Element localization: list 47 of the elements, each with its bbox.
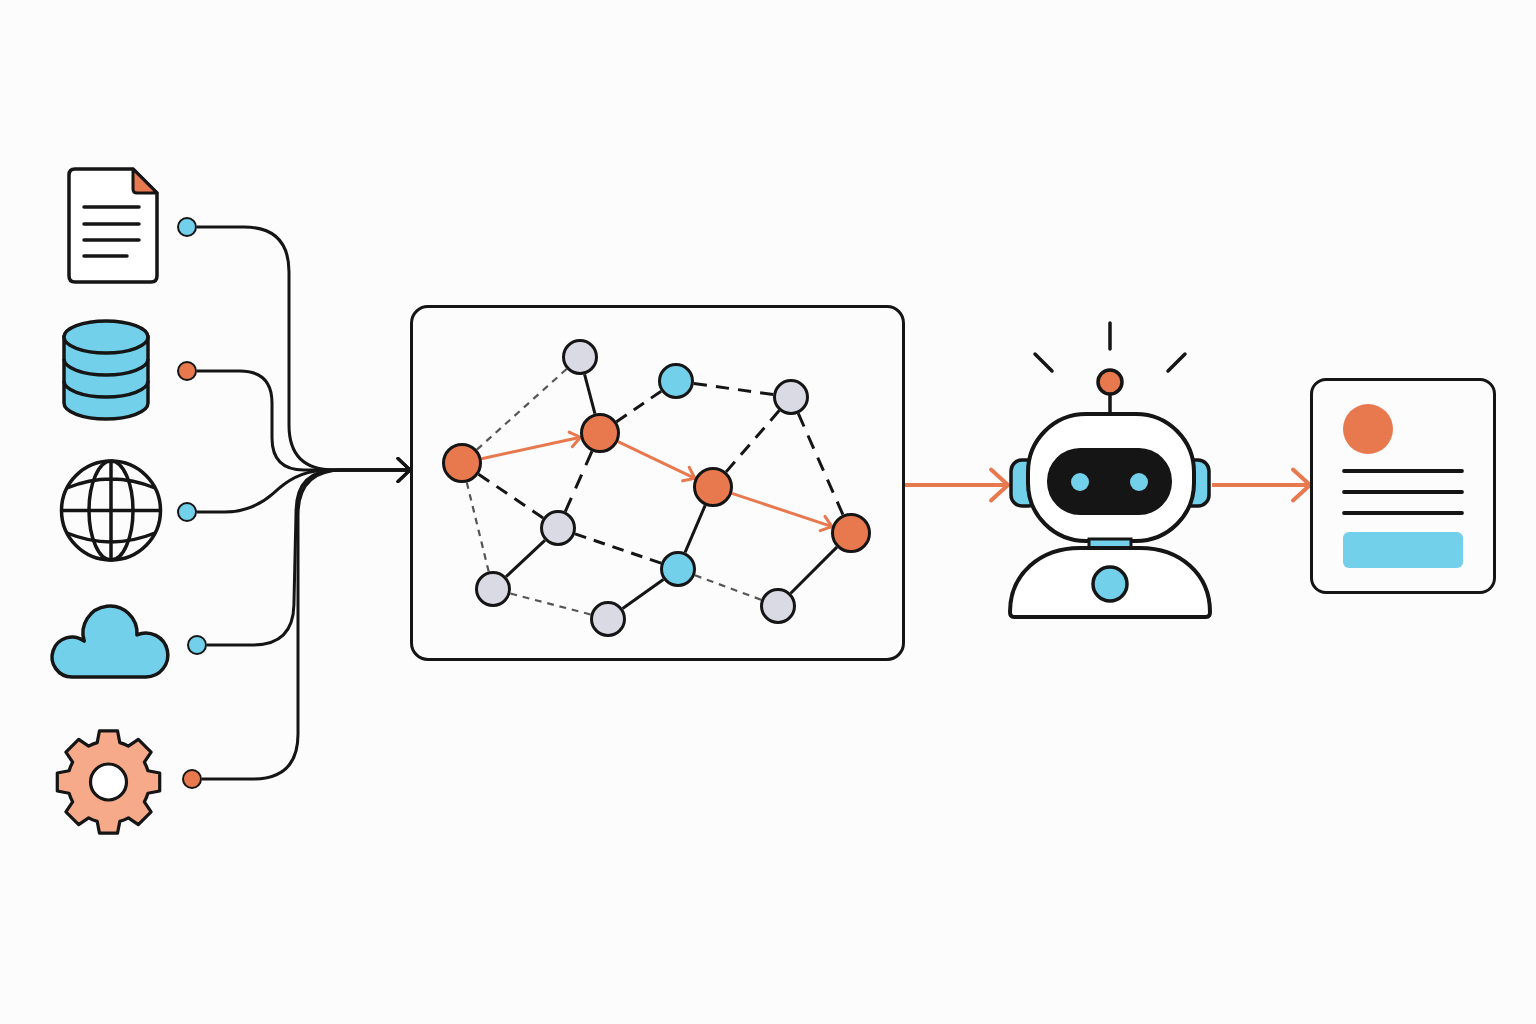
connector-line: [683, 504, 707, 554]
graph-node: [658, 363, 694, 399]
robot-illustration: [1008, 320, 1212, 620]
connector-dot: [177, 502, 197, 522]
graph-node: [760, 588, 796, 624]
dashed-line: [574, 532, 662, 565]
arrow: [905, 467, 1010, 503]
connector-line: [621, 578, 665, 610]
connector-line: [583, 374, 597, 415]
dashed-line: [510, 592, 591, 616]
gear-icon: [53, 728, 164, 836]
connector-dot: [187, 635, 207, 655]
connector-line: [505, 539, 546, 578]
arrow: [1212, 467, 1312, 503]
database-icon: [62, 319, 150, 421]
graph-node: [693, 467, 733, 507]
dashed-line: [477, 472, 544, 520]
dashed-line: [694, 574, 762, 601]
dashed-line: [615, 389, 662, 423]
document-icon: [67, 167, 159, 284]
graph-node: [580, 413, 620, 453]
arrow: [481, 430, 582, 461]
connector-line: [789, 546, 838, 595]
connector-dot: [182, 769, 202, 789]
dashed-line: [724, 409, 781, 473]
graph-node: [562, 339, 598, 375]
dashed-line: [465, 482, 490, 572]
graph-node: [475, 571, 511, 607]
graph-panel: [410, 305, 905, 661]
graph-node: [660, 551, 696, 587]
arrow: [202, 457, 412, 781]
graph-node: [590, 601, 626, 637]
graph-node: [831, 513, 871, 553]
dashed-line: [476, 368, 568, 451]
connector-dot: [177, 361, 197, 381]
graph-node: [442, 443, 482, 483]
dashed-line: [693, 382, 774, 396]
dashed-line: [796, 412, 845, 516]
dashed-line: [563, 450, 594, 513]
cloud-icon: [50, 603, 170, 680]
document-card: [1310, 378, 1496, 594]
arrow: [617, 440, 697, 483]
connector-dot: [177, 217, 197, 237]
arrow: [731, 491, 834, 533]
globe-icon: [59, 458, 163, 563]
graph-node: [773, 379, 809, 415]
graph-node: [540, 510, 576, 546]
